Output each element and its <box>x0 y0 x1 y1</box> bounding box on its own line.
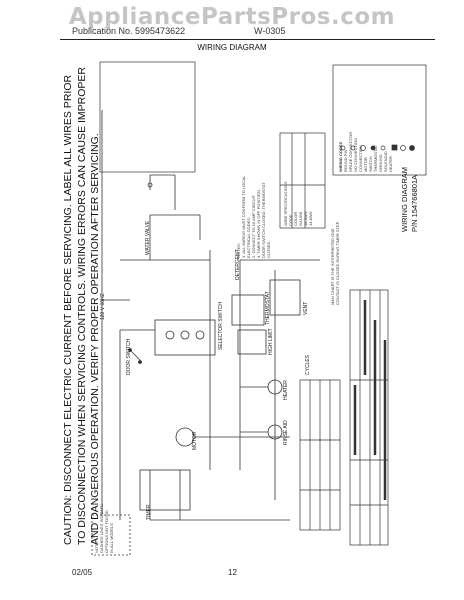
vent-box <box>269 279 301 316</box>
footer-date: 02/05 <box>72 568 93 577</box>
high-limit-label: HIGH LIMIT <box>268 328 274 355</box>
wiring-code-legend: WIRING CODES ROUND PIN SPADE CONNECTOR N… <box>338 131 393 172</box>
header-rule <box>60 39 435 40</box>
supply-label: 120 V 60HZ <box>100 293 106 320</box>
wire-spec-text: WIRE SPECIFICATIONS CODE COLOR GAUGE 18 … <box>283 181 313 226</box>
rinse-aid-label: RINSE AID <box>283 420 289 445</box>
wire-spec-table <box>279 132 326 229</box>
round-pin-legend-icon <box>409 145 415 151</box>
timer-label: TIMER <box>146 504 152 520</box>
watermark: AppliancePartsPros.com <box>68 4 396 30</box>
thermostat-box <box>231 294 265 326</box>
publication-number: Publication No. 5995473622 <box>72 26 186 36</box>
page-number: 12 <box>228 568 237 577</box>
selector-label: SELECTOR SWITCH <box>218 302 224 350</box>
notes-block: NOTES: 1. ALL WIRING MUST CONFORM TO LOC… <box>236 175 271 258</box>
cycles-label: CYCLES <box>305 354 311 375</box>
door-switch-symbol <box>129 349 141 361</box>
side-title: WIRING DIAGRAM P/N 154766801A <box>400 167 419 232</box>
motor-label: MOTOR <box>192 431 198 450</box>
high-limit-box <box>237 329 267 355</box>
chart-note: MAN CHART IS THE INTERPRETED ONE CONTACT… <box>330 221 340 305</box>
cycle-chart-table <box>349 289 389 546</box>
model-code: W-0305 <box>254 26 286 36</box>
page-title: WIRING DIAGRAM <box>197 43 267 52</box>
door-switch-label: DOOR SWITCH <box>126 338 132 375</box>
heater-label: HEATER <box>283 380 289 400</box>
thermostat-label: THERMOSTAT <box>265 291 271 325</box>
wiring-code-legend-box <box>332 64 427 176</box>
wiring-code-box <box>99 61 196 173</box>
timer-box <box>139 469 191 511</box>
water-valve-label: WATER VALVE <box>145 220 151 255</box>
vent-label: VENT <box>303 301 309 315</box>
selector-box <box>154 319 216 356</box>
dashed-note: NOTE: DASHED LINES INDICATE OPTIONS NOT … <box>94 504 114 553</box>
